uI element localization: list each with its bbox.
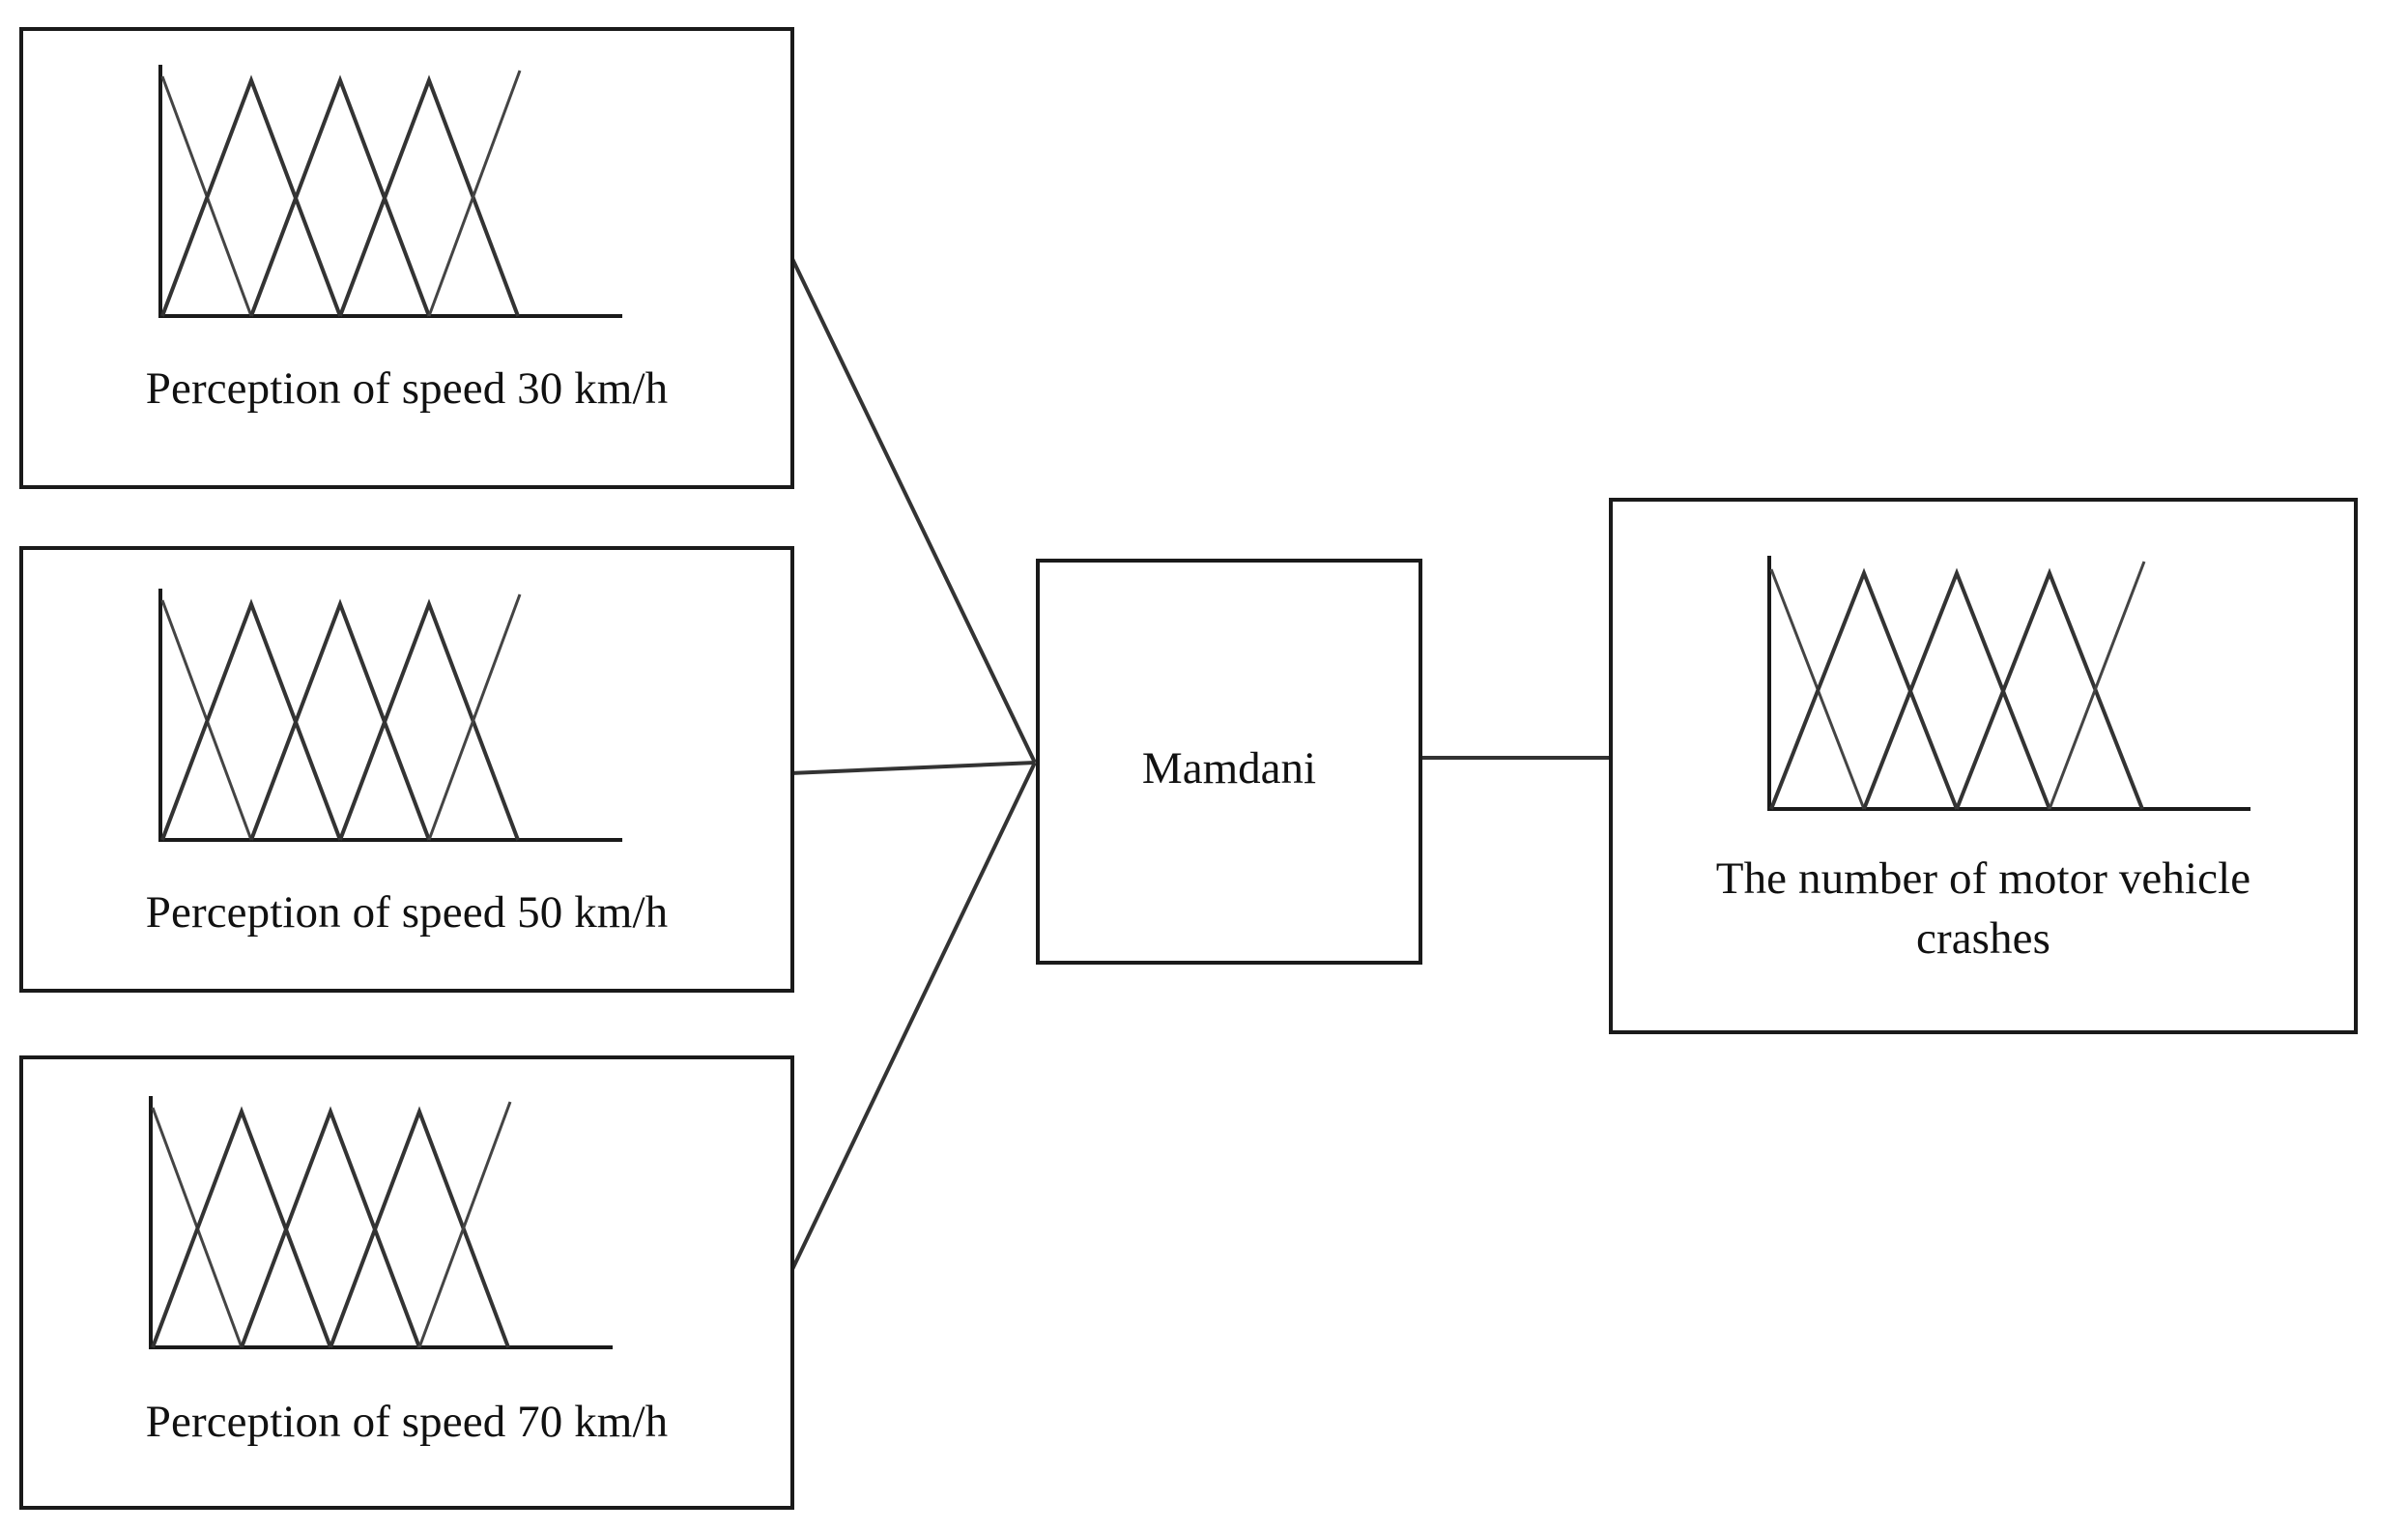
membership-set-3: [240, 1106, 421, 1348]
output-caption-line-2: crashes: [1915, 913, 2050, 964]
membership-set-2: [151, 1106, 332, 1348]
membership-set-5: [427, 70, 522, 317]
input-node-speed-30[interactable]: Perception of speed 30 km/h: [19, 27, 794, 489]
mamdani-engine-node[interactable]: Mamdani: [1036, 559, 1422, 965]
membership-function-plot: [149, 1096, 613, 1349]
output-caption-line-1: The number of motor vehicle: [1715, 853, 2251, 904]
membership-set-5: [427, 593, 522, 841]
membership-chart-speed-70: [129, 1086, 651, 1376]
membership-set-3: [249, 74, 431, 317]
mamdani-engine-label: Mamdani: [1141, 743, 1317, 794]
input-node-speed-50[interactable]: Perception of speed 50 km/h: [19, 546, 794, 993]
output-node-crashes[interactable]: The number of motor vehicle crashes: [1609, 498, 2358, 1034]
membership-set-5: [2048, 561, 2146, 810]
membership-set-4: [338, 598, 520, 841]
membership-chart-speed-30: [139, 55, 661, 345]
edge-input70-to-mamdani: [783, 762, 1037, 1286]
membership-set-2: [160, 74, 342, 317]
input-caption-speed-70: Perception of speed 70 km/h: [145, 1397, 669, 1447]
membership-set-3: [1862, 567, 2051, 810]
membership-function-plot: [158, 589, 622, 842]
edge-input50-to-mamdani: [789, 761, 1036, 775]
membership-function-plot: [1767, 556, 2250, 811]
membership-set-4: [338, 74, 520, 317]
membership-set-3: [249, 598, 431, 841]
membership-set-2: [1769, 567, 1959, 810]
membership-chart-crashes: [1748, 548, 2289, 838]
membership-chart-speed-50: [139, 579, 661, 869]
membership-set-5: [417, 1101, 512, 1348]
membership-set-4: [329, 1106, 510, 1348]
membership-set-4: [1955, 567, 2144, 810]
input-caption-speed-30: Perception of speed 30 km/h: [145, 363, 669, 414]
input-caption-speed-50: Perception of speed 50 km/h: [145, 887, 669, 938]
input-node-speed-70[interactable]: Perception of speed 70 km/h: [19, 1055, 794, 1510]
membership-set-2: [160, 598, 342, 841]
membership-function-plot: [158, 65, 622, 318]
edge-input30-to-mamdani: [781, 238, 1037, 764]
